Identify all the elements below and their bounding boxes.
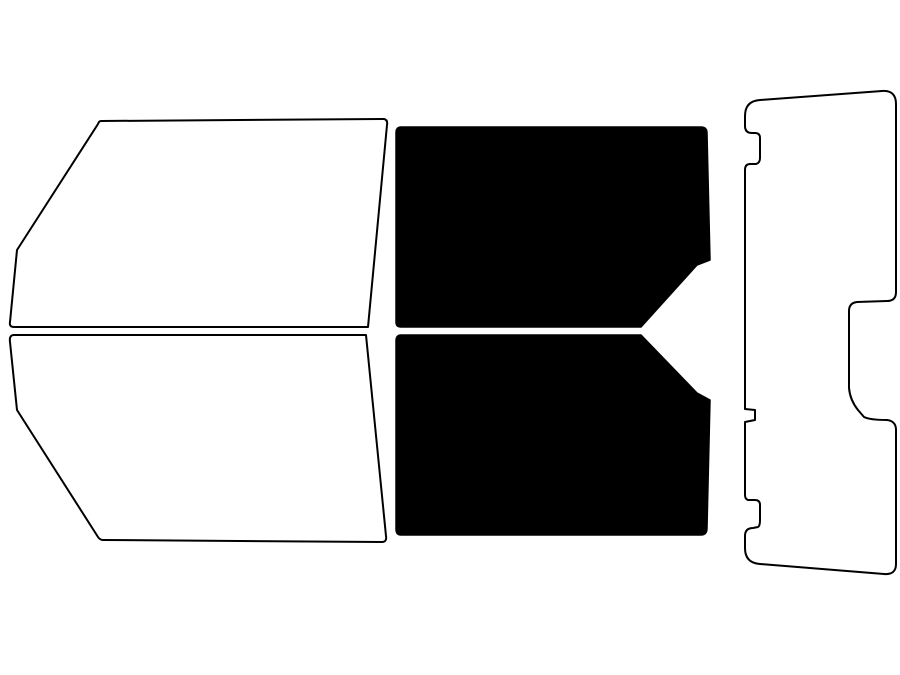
rear-upper-window xyxy=(395,126,711,328)
rear-lower-window xyxy=(395,334,711,536)
front-upper-window xyxy=(8,118,389,328)
back-windshield xyxy=(744,89,897,576)
front-lower-window xyxy=(8,334,388,543)
